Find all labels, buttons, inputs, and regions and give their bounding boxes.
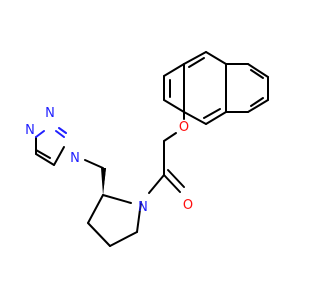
bond-ether-oxygen-to-ch2: [163, 132, 177, 142]
bond-carbonyl-to-o: [163, 174, 181, 193]
naphthalene-ring-b: [163, 51, 227, 125]
triazole-ring: [35, 127, 67, 166]
bond: [136, 201, 142, 233]
bond: [87, 194, 104, 224]
bond: [183, 51, 207, 65]
bond: [35, 153, 55, 166]
bond: [35, 130, 45, 138]
pyrrolidine-ring: [87, 194, 142, 247]
bond: [87, 222, 111, 247]
linker-bonds: [148, 111, 185, 194]
bond: [163, 63, 185, 77]
bond: [205, 51, 227, 65]
bond: [84, 159, 104, 169]
double-bond-inner: [203, 108, 221, 119]
bond: [247, 63, 269, 78]
double-bond-inner: [188, 57, 205, 68]
atom-label-triazole-n3: N: [70, 151, 80, 166]
bond: [183, 111, 207, 125]
double-bond-inner: [250, 69, 264, 79]
bond: [247, 99, 269, 113]
naphthalene-ring-a: [225, 63, 269, 113]
atom-label-pyrrolidine-n: N: [138, 200, 148, 215]
ch2-triazole-linker: [84, 159, 104, 169]
background: [0, 0, 300, 300]
atom-label-triazole-n1: N: [45, 106, 55, 121]
double-bond-carbonyl: [167, 169, 185, 188]
bond: [53, 146, 65, 166]
wedge-bond-fill: [101, 168, 106, 195]
bond: [55, 130, 65, 138]
bond-carbonyl-to-n: [148, 174, 165, 194]
bond: [205, 111, 227, 125]
bond: [109, 231, 138, 247]
atom-label-ether-oxygen: O: [179, 120, 189, 135]
structure-canvas: N N N N O O: [0, 0, 300, 300]
bond: [102, 194, 132, 204]
molecule-structure-diagram: N N N N O O: [0, 0, 300, 300]
double-bond-inner: [250, 97, 264, 107]
atom-label-carbonyl-oxygen: O: [183, 198, 193, 213]
bond: [163, 99, 185, 113]
double-bond-inner: [35, 149, 51, 159]
atom-label-triazole-n2: N: [25, 123, 35, 138]
double-bond-inner: [58, 127, 67, 134]
